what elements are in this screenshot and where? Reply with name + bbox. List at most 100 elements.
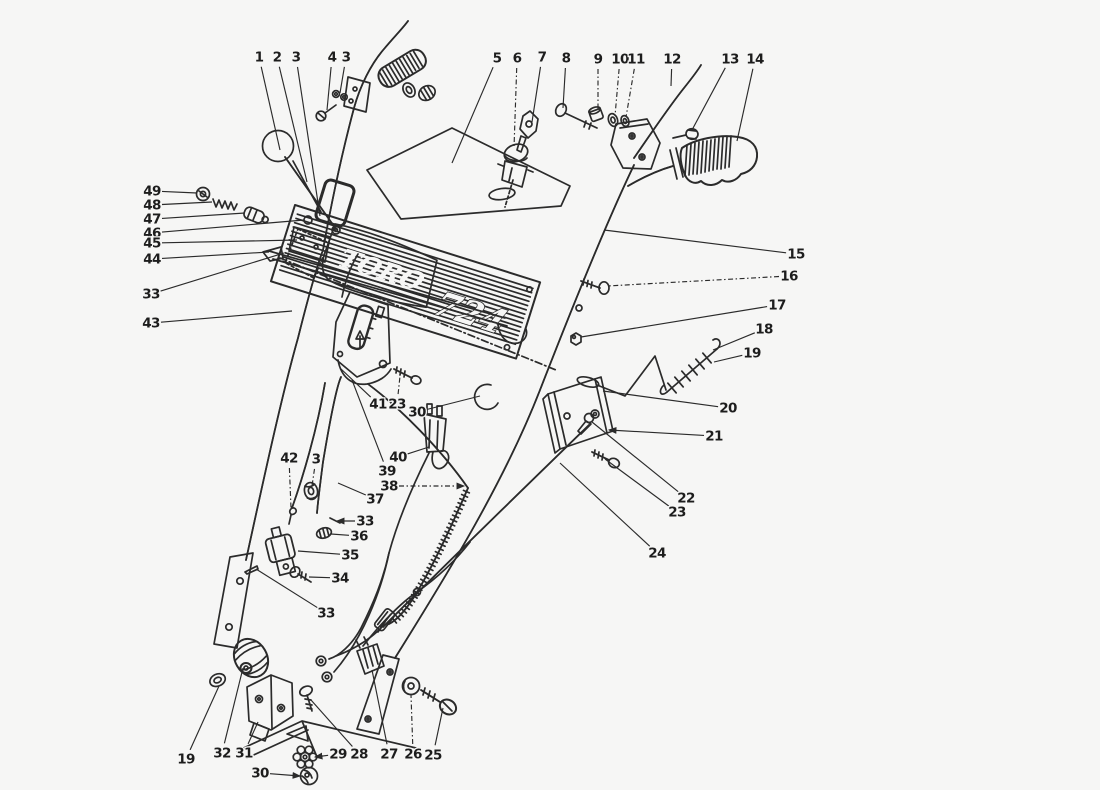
trim-strip [262,246,557,371]
callout-3: 3 [290,48,321,217]
cable-bracket-31 [246,674,294,742]
callout-leader [434,707,444,746]
callout-number: 20 [719,401,737,417]
callout-number: 11 [627,52,645,68]
callout-number: 1 [255,50,264,66]
callout-number: 42 [280,451,298,467]
bolt-23-upper [393,366,422,385]
lower-baffle-plates [236,720,417,759]
callout-number: 7 [538,50,547,66]
callout-3: 3 [339,48,352,94]
callout-number: 13 [721,52,739,68]
callout-19: 19 [713,344,763,363]
bolt-8-with-washers [554,102,630,130]
washer-26 [401,676,421,696]
callout-8: 8 [560,49,572,109]
callout-leader [670,68,673,87]
callout-30: 30 [407,395,481,422]
left-rail-end-plate [213,552,254,649]
callout-leader [311,468,316,487]
callout-number: 19 [177,752,195,768]
grip-ribbed-nut [418,84,436,102]
callout-leader [326,66,332,111]
callout-20: 20 [602,390,739,418]
callout-11: 11 [625,50,647,118]
clamp-screw-and-nuts [315,89,349,122]
callout-number: 22 [677,491,695,507]
callout-number: 31 [235,746,253,762]
callout-number: 48 [143,198,161,214]
callout-23: 23 [387,375,408,414]
callout-leader [559,462,651,547]
callout-48: 48 [142,196,213,215]
callout-leader [247,721,259,745]
callout-number: 21 [705,429,723,445]
callout-number: 17 [768,298,786,314]
callout-number: 36 [350,529,368,545]
callout-leader [602,390,719,408]
callout-number: 3 [342,50,351,66]
callout-number: 2 [273,50,282,66]
callout-leader [580,306,768,338]
callout-leader [297,550,341,555]
ignition-key [516,110,539,153]
callout-14: 14 [736,50,766,142]
callout-23: 23 [604,458,688,522]
callout-29: 29 [313,745,349,764]
callout-number: 46 [143,226,161,242]
callout-19: 19 [176,685,220,769]
callout-number: 33 [356,514,374,530]
callout-number: 15 [787,247,805,263]
callout-leader [288,467,292,509]
shift-gate-bracket [332,253,392,386]
callout-number: 6 [513,51,522,67]
callout-leader [426,395,481,411]
callout-leader [278,66,308,183]
callout-41: 41 [339,367,389,414]
callout-35: 35 [297,546,361,565]
screw-28 [298,685,314,712]
callout-number: 40 [389,450,407,466]
callout-number: 34 [331,571,349,587]
callout-leader [337,482,367,496]
push-cap [209,672,227,688]
callout-number: 30 [251,766,269,782]
callout-49: 49 [142,182,198,201]
callout-17: 17 [580,296,788,338]
callout-leader [296,66,321,217]
interlock-switch [355,636,385,675]
callout-43: 43 [141,310,293,333]
shift-lever [261,129,341,235]
handlebar [627,135,759,187]
ignition-switch [497,143,534,188]
callout-number: 32 [213,746,231,762]
trunnion-cluster [244,517,341,583]
callout-number: 35 [341,548,359,564]
z-rod-20 [576,355,667,397]
callout-number: 18 [755,322,773,338]
bolt-23-lower [591,449,621,469]
callout-30: 30 [250,764,302,783]
callout-leader [339,66,345,94]
callout-number: 10 [611,52,629,68]
callout-33: 33 [255,568,337,623]
callout-45: 45 [142,234,298,253]
callout-leader [397,375,401,395]
callout-5: 5 [451,49,503,164]
hinge-plate [610,118,661,170]
nut-17 [570,332,582,346]
callout-13: 13 [691,50,741,131]
callout-4: 4 [326,48,338,111]
callout-28: 28 [310,699,370,764]
retaining-ring [473,383,499,411]
callout-37: 37 [337,482,386,509]
callout-6: 6 [511,49,523,149]
callout-16: 16 [606,267,800,287]
callout-leader [161,219,305,233]
left-grip [377,48,427,88]
callout-24: 24 [559,462,668,563]
upper-shift-lever-tube [633,64,702,159]
callout-21: 21 [607,426,725,446]
lever-bracket [288,178,356,263]
